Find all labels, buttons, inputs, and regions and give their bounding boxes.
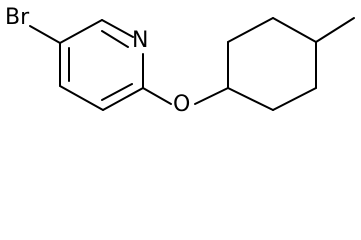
bond-c-o (142, 87, 172, 105)
cyclohexyl-bond-6 (227, 87, 274, 111)
pyridine-bond-3 (102, 87, 144, 111)
methyl-bond (315, 17, 355, 43)
pyridine-double-bond-3 (101, 30, 129, 48)
cyclohexyl-bond-3 (272, 17, 317, 43)
chemical-structure-canvas: Br N O (5, 5, 355, 117)
molecule-diagram: Br N O (5, 5, 355, 117)
bond-br-c (29, 25, 61, 44)
nitrogen-atom-label: N (132, 28, 148, 53)
pyridine-bond-5 (101, 19, 134, 38)
cyclohexyl-bond-2 (227, 17, 274, 43)
pyridine-bond-2 (59, 85, 104, 111)
pyridine-bond-6 (59, 19, 103, 44)
bromine-atom-label: Br (5, 5, 30, 30)
oxygen-atom-label: O (173, 92, 190, 117)
cyclohexyl-bond-5 (272, 87, 317, 111)
bond-o-c (194, 87, 229, 105)
pyridine-double-bond-2 (101, 83, 133, 101)
